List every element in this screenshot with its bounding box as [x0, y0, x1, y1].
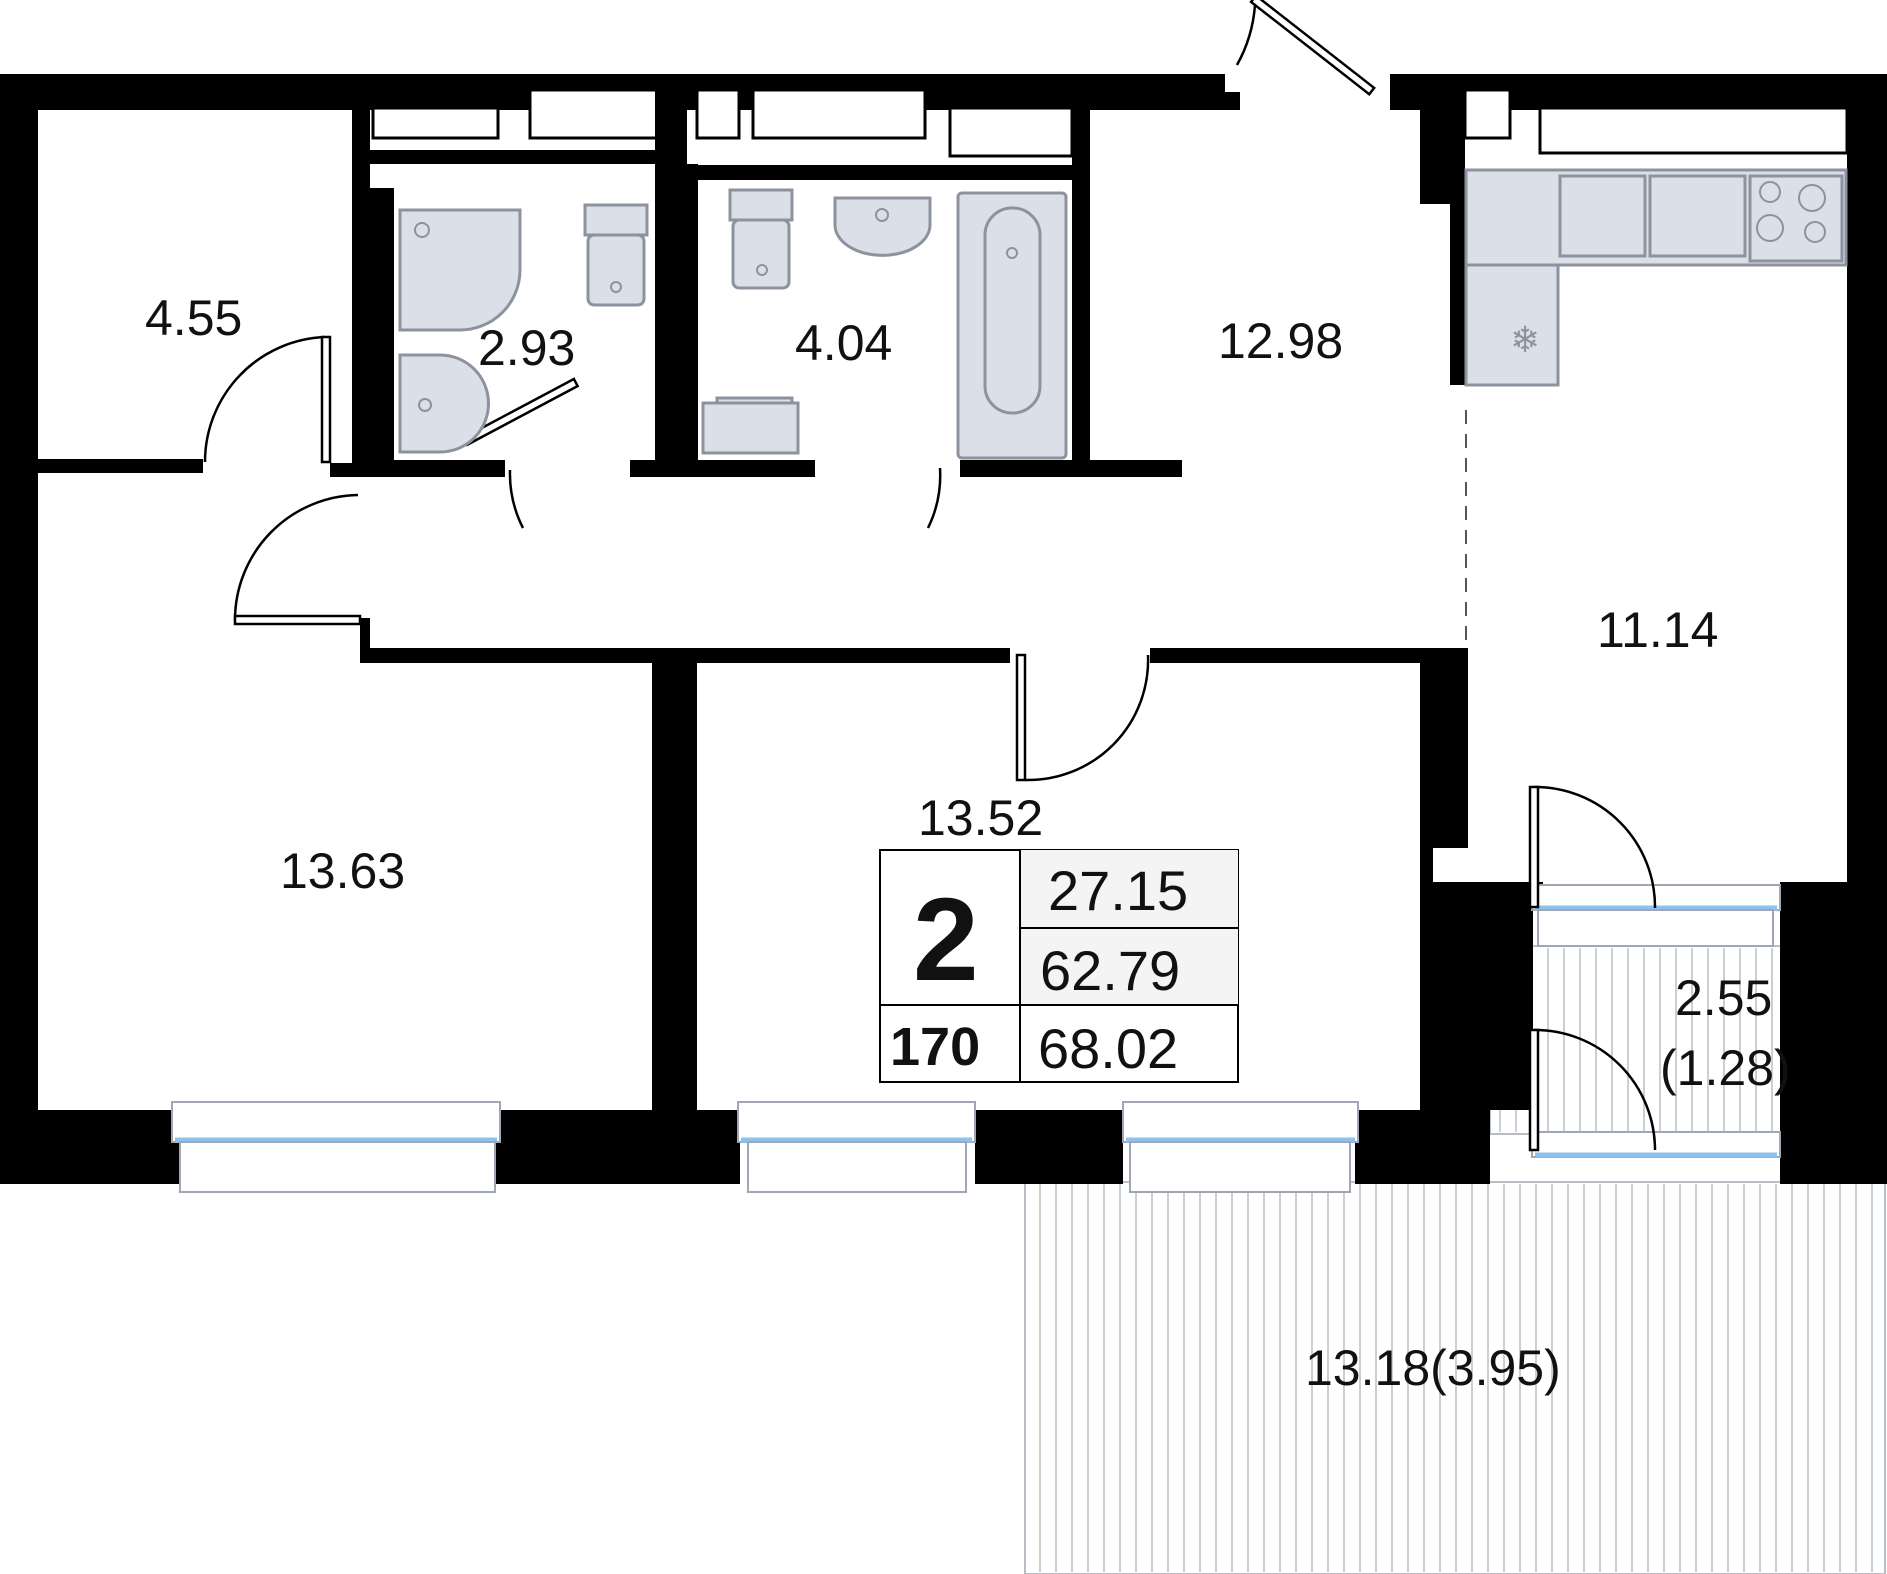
room-labels: 4.55 2.93 4.04 12.98 11.14 13.63 13.52 2…: [145, 290, 1791, 1396]
interior-walls: [38, 74, 1847, 1113]
total-area-with-balconies: 68.02: [1038, 1017, 1178, 1080]
entrance-door[interactable]: [1235, 0, 1376, 97]
freezer-icon: ❄: [1510, 320, 1540, 361]
bathroom-door[interactable]: [926, 467, 942, 529]
room-area-bedroom-middle: 13.52: [918, 790, 1043, 846]
room-area-wc: 2.93: [478, 320, 575, 376]
wall-right-step2: [1390, 74, 1430, 110]
wall-left: [0, 74, 38, 1184]
wall-bottom-mid1: [495, 1110, 740, 1184]
outer-walls: [0, 74, 1887, 1184]
room-area-loggia-reduced: (1.28): [1660, 1040, 1791, 1096]
apartment-number: 170: [890, 1017, 980, 1077]
loggia-door-lower[interactable]: [1528, 1028, 1657, 1152]
living-area: 27.15: [1048, 859, 1188, 922]
wall-bottom-left: [0, 1110, 180, 1184]
wall-right: [1847, 74, 1887, 1184]
room-area-terrace: 13.18(3.95): [1305, 1340, 1561, 1396]
top-window-strips: [371, 88, 1849, 158]
bottom-windows: [171, 884, 1781, 1193]
loggia-door-upper[interactable]: [1528, 785, 1657, 909]
storage-door[interactable]: [203, 335, 332, 464]
room-area-storage: 4.55: [145, 290, 242, 346]
washing-machine-icon: [701, 396, 800, 455]
bedroom-left-door[interactable]: [233, 493, 362, 626]
bedroom-middle-door[interactable]: [1015, 653, 1150, 782]
bathtub-icon: [956, 191, 1068, 460]
room-area-bedroom-left: 13.63: [280, 843, 405, 899]
fixtures: ❄: [398, 168, 1848, 460]
room-area-kitchen: 11.14: [1597, 602, 1718, 658]
wall-bottom-mid3: [1355, 1110, 1490, 1184]
kitchen-counter-icon: ❄: [1464, 168, 1848, 387]
wc-door[interactable]: [461, 377, 580, 529]
terrace-hatch: [1024, 1181, 1886, 1574]
toilet-icon: [583, 203, 649, 307]
room-area-loggia: 2.55: [1675, 970, 1772, 1026]
wall-bottom-mid2: [975, 1110, 1123, 1184]
apartment-info-box: 2 170 27.15 62.79 68.02: [879, 849, 1239, 1083]
shower-tray-icon: [398, 208, 522, 332]
doors: [203, 0, 1657, 1152]
room-area-hallway: 12.98: [1218, 313, 1343, 369]
rooms-count: 2: [913, 874, 979, 1006]
sink-bath-icon: [833, 196, 932, 257]
total-area: 62.79: [1040, 939, 1180, 1002]
toilet-bath-icon: [728, 188, 794, 290]
sink-icon: [398, 353, 490, 454]
room-area-bathroom: 4.04: [795, 315, 892, 371]
